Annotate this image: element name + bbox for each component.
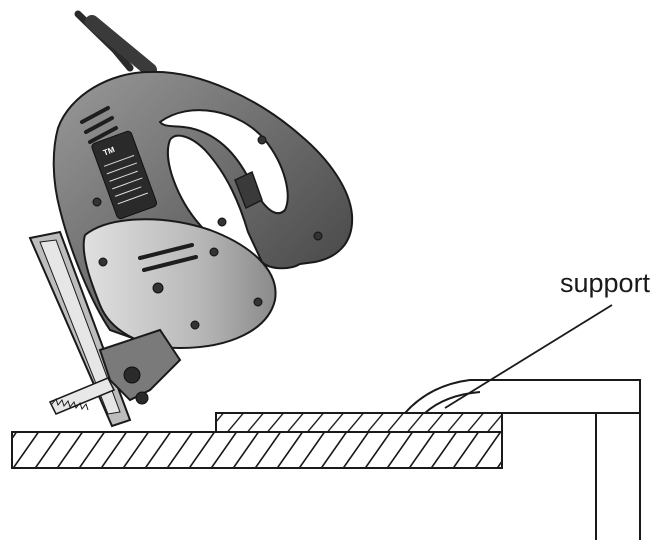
support-label: support — [560, 268, 651, 298]
screws — [92, 135, 323, 330]
bottom-board — [11, 431, 503, 469]
vent-slots-motor — [138, 243, 198, 272]
top-board — [215, 412, 503, 433]
vent-slots-top — [80, 106, 118, 144]
rating-label: TM — [91, 130, 158, 220]
trigger — [234, 170, 263, 210]
saw-blade — [48, 377, 116, 415]
support-leader-line — [444, 304, 613, 409]
brand-label: TM — [102, 145, 116, 158]
support-bench — [404, 379, 641, 540]
base-plate — [98, 328, 182, 402]
motor-housing — [82, 218, 277, 350]
jigsaw: TM — [28, 10, 354, 428]
